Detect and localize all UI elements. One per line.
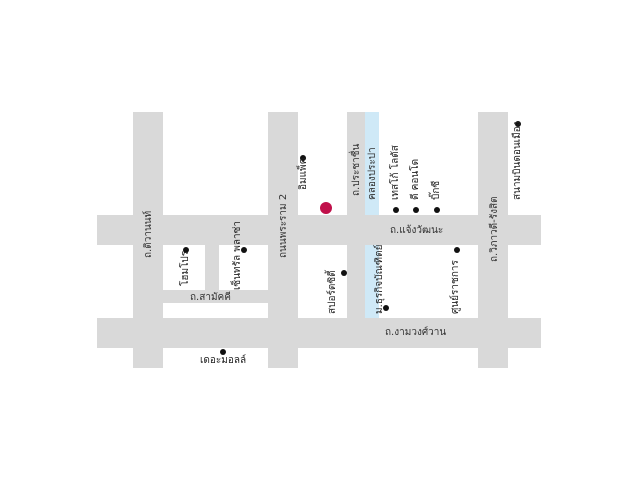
poi-label-central: เซ็นทรัล พลาซ่า bbox=[232, 220, 243, 290]
road-samakkhi bbox=[163, 290, 268, 303]
road-label-chaengwattana: ถ.แจ้งวัฒนะ bbox=[390, 225, 444, 236]
poi-label-themall: เดอะมอลล์ bbox=[200, 355, 247, 366]
poi-dot-dcondo[interactable] bbox=[413, 207, 419, 213]
poi-dot-shopping[interactable] bbox=[454, 247, 460, 253]
poi-label-sports: สปอร์ตซิตี้ bbox=[327, 270, 338, 314]
poi-dot-tesco[interactable] bbox=[393, 207, 399, 213]
road-soi-left bbox=[205, 245, 219, 290]
poi-label-bigc: บิ๊กซี bbox=[431, 180, 442, 200]
road-label-tiwanon: ถ.ติวานนท์ bbox=[143, 210, 154, 258]
road-label-soi-2: ถนนพระราม 2 bbox=[278, 193, 289, 258]
road-ngamwongwan bbox=[97, 318, 541, 348]
poi-label-tesco: เทสโก้ โลตัส bbox=[390, 145, 401, 200]
poi-dot-airport[interactable] bbox=[515, 121, 521, 127]
road-label-vibhavadi: ถ.วิภาวดี-รังสิต bbox=[489, 196, 500, 262]
road-label-ngamwongwan: ถ.งามวงศ์วาน bbox=[385, 327, 447, 338]
canal-prapa-lower bbox=[365, 245, 379, 318]
poi-label-airport: สนามบินดอนเมือง bbox=[512, 121, 523, 200]
road-label-samakkhi: ถ.สามัคคี bbox=[190, 292, 231, 303]
poi-dot-homepro[interactable] bbox=[183, 247, 189, 253]
road-label-prachachuen: ถ.ประชาชื่น bbox=[351, 143, 362, 196]
location-marker[interactable] bbox=[320, 202, 332, 214]
poi-dot-themall[interactable] bbox=[220, 349, 226, 355]
canal-prapa bbox=[365, 112, 379, 215]
poi-label-inpark: อิมแพ็ค bbox=[298, 157, 309, 190]
poi-dot-inpark[interactable] bbox=[300, 155, 306, 161]
poi-dot-central[interactable] bbox=[241, 247, 247, 253]
poi-dot-bangkokbiz[interactable] bbox=[383, 305, 389, 311]
poi-label-bangkokbiz: ม.ธุรกิจบัณฑิตย์ bbox=[374, 244, 385, 314]
poi-label-shopping: ศูนย์ราชการ bbox=[450, 260, 461, 314]
poi-label-homepro: โฮมโปร bbox=[180, 250, 191, 286]
poi-dot-sports[interactable] bbox=[341, 270, 347, 276]
canal-label: คลองประปา bbox=[367, 147, 378, 200]
road-chaengwattana bbox=[97, 215, 541, 245]
poi-dot-bigc[interactable] bbox=[434, 207, 440, 213]
poi-label-dcondo: ดี คอนโด bbox=[410, 158, 421, 200]
